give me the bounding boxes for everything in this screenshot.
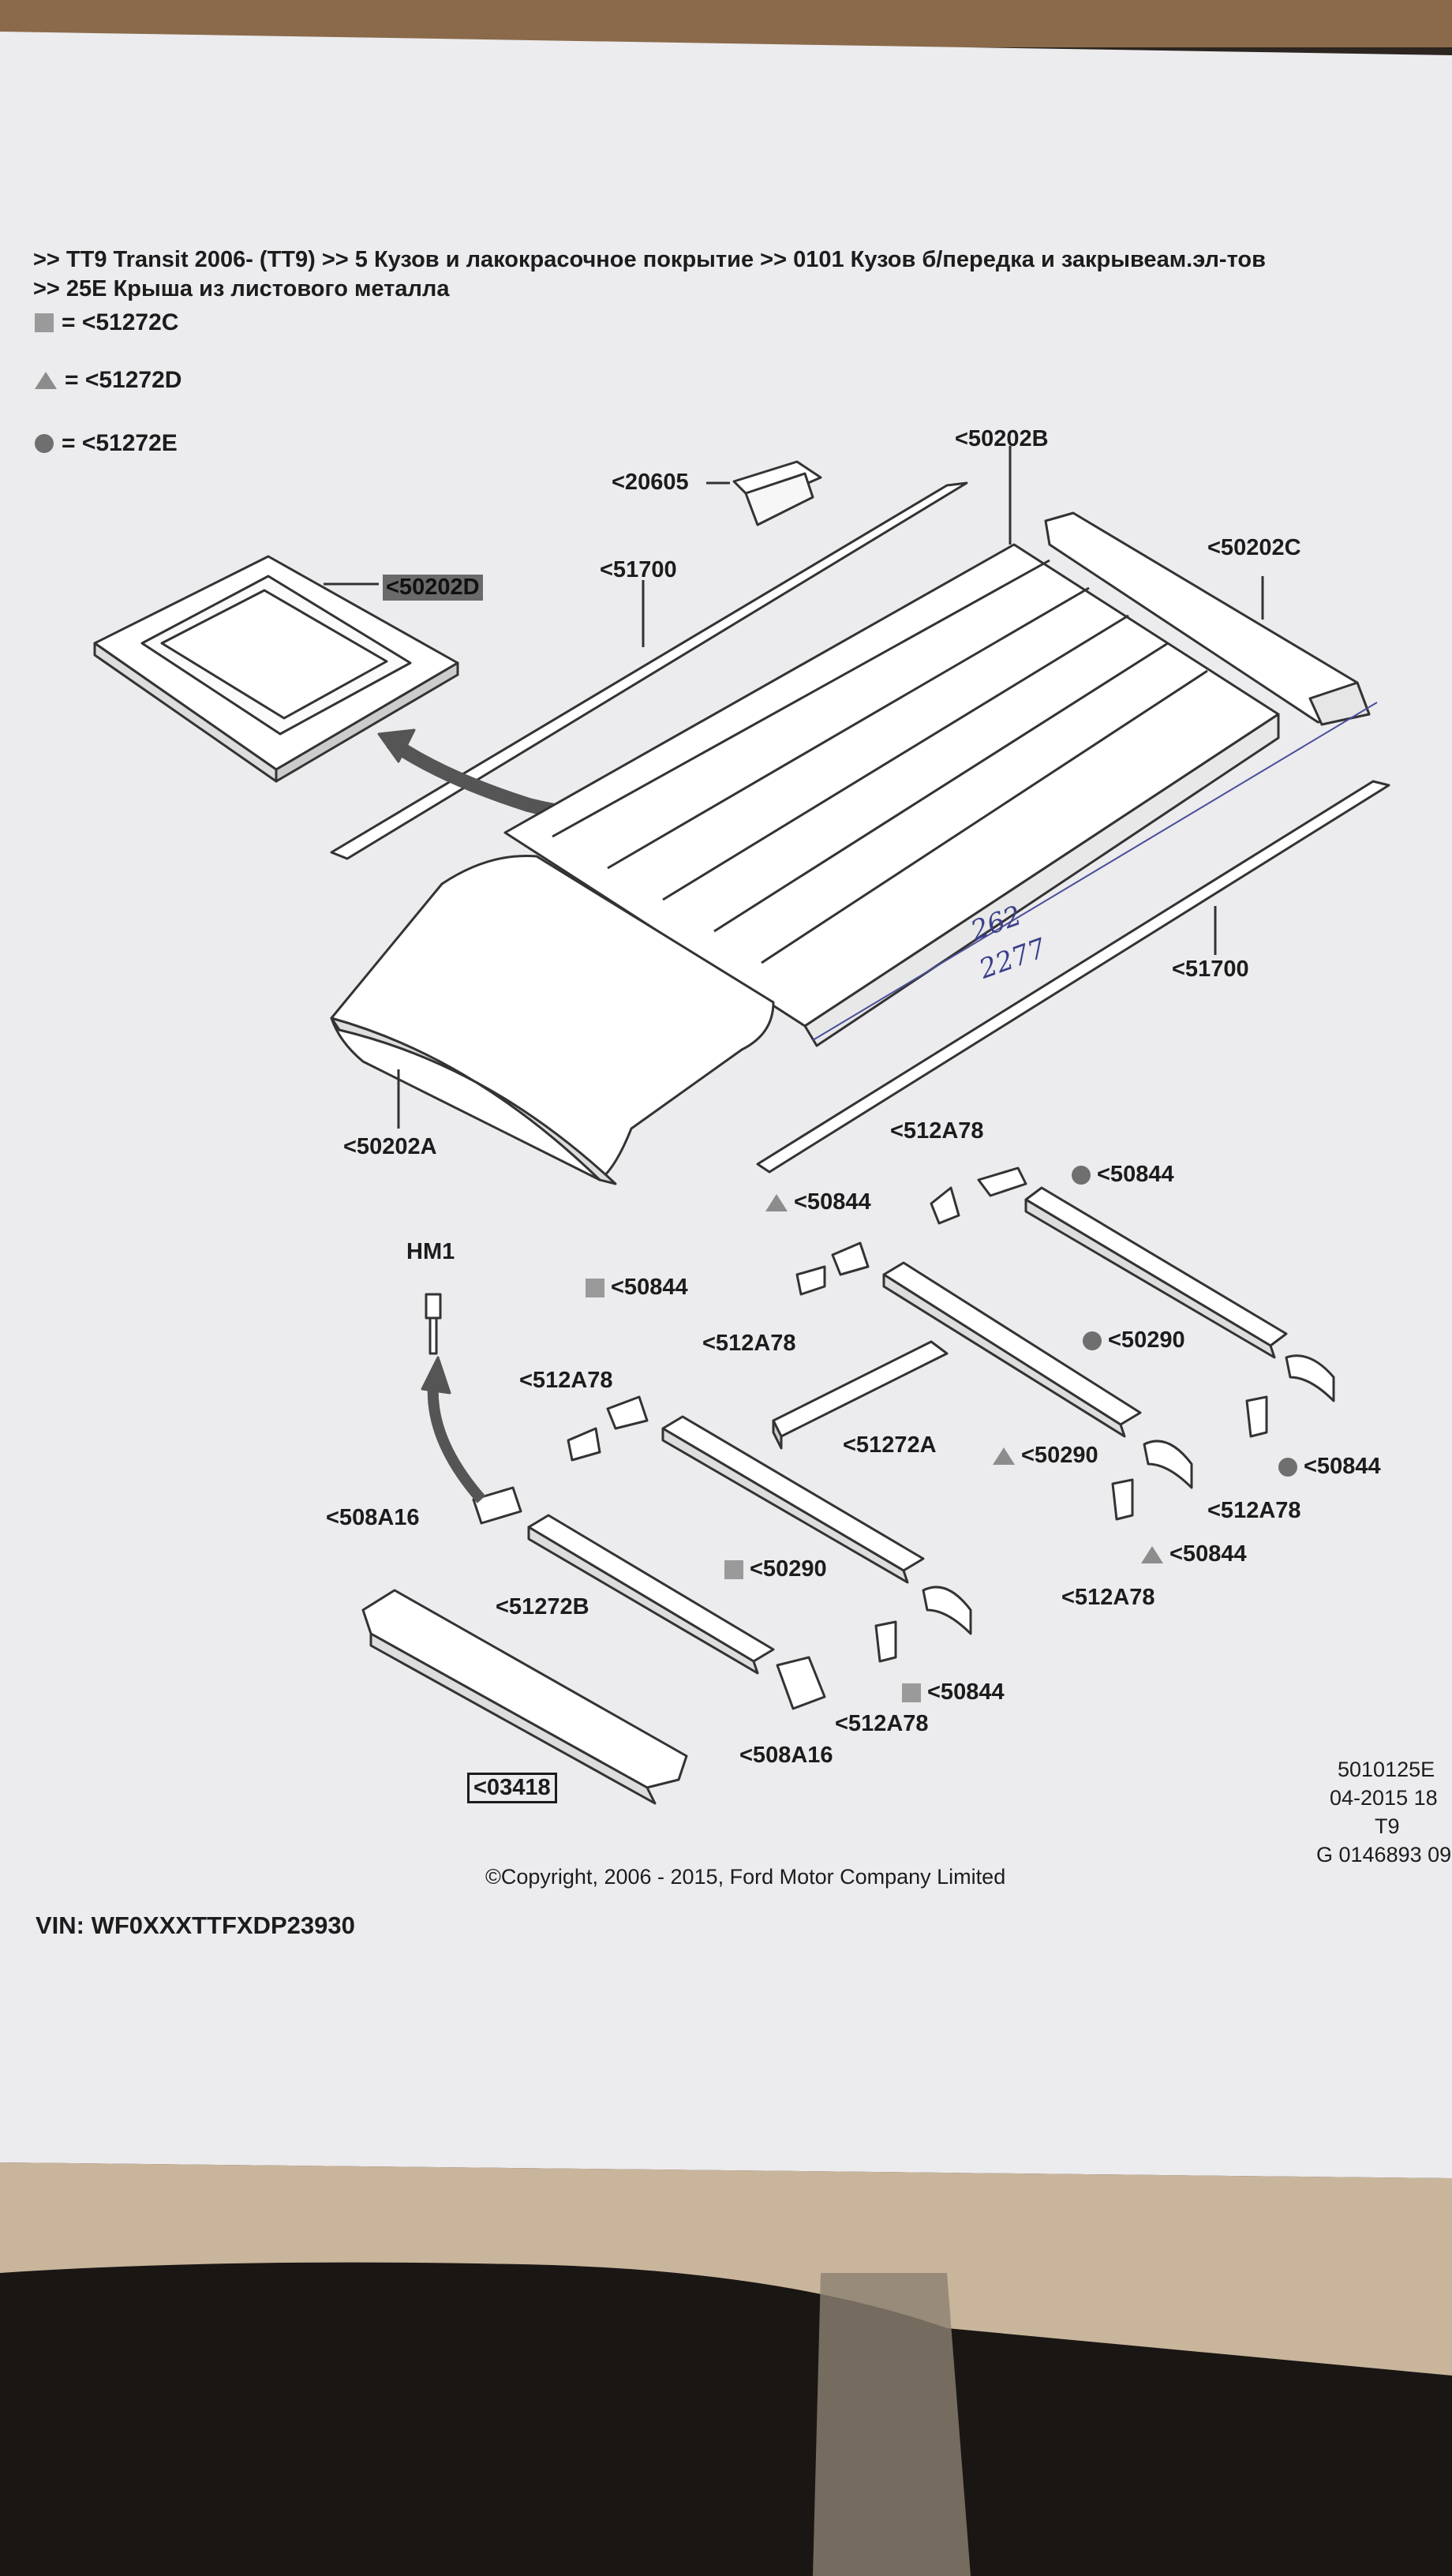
callout-50202D-text: <50202D [383,575,483,601]
callout-51272B: <51272B [496,1594,589,1619]
breadcrumb-line-2: >> 25E Крыша из листового металла [33,276,450,301]
callout-50844-2-text: <50844 [794,1189,871,1215]
callout-50844-triangle-2: <50844 [1141,1541,1247,1567]
brackets-drawing [472,1166,1335,1710]
square-symbol-icon [724,1559,743,1579]
callout-50844-triangle-1: <50844 [765,1189,871,1215]
doc-date: 04-2015 18 [1330,1786,1438,1810]
callout-50290-triangle: <50290 [993,1443,1098,1469]
callout-512A78-4: <512A78 [1207,1498,1301,1523]
callout-50290-circle: <50290 [1083,1327,1185,1354]
circle-symbol-icon [1083,1331,1102,1350]
callout-50844-circle-1: <50844 [1072,1162,1174,1188]
callout-50844-6-text: <50844 [927,1679,1005,1705]
callout-20605: <20605 [612,470,689,495]
legend-circle: = <51272E [35,430,178,457]
parts-diagram [93,446,1390,1805]
callout-50844-circle-2: <50844 [1278,1454,1381,1480]
callout-508A16-1: <508A16 [326,1505,420,1530]
callout-50290-1-text: <50290 [1108,1327,1185,1353]
square-symbol-icon [902,1683,921,1702]
callout-51700-top: <51700 [600,557,677,582]
callout-03418-text: <03418 [467,1773,557,1803]
hm1-rivet-drawing [425,1293,442,1355]
callout-50844-4-text: <50844 [1304,1454,1381,1479]
square-symbol-icon [35,313,54,332]
doc-model: T9 [1375,1814,1400,1838]
callout-50844-1-text: <50844 [1097,1162,1174,1187]
callout-51272A: <51272A [843,1432,937,1458]
square-symbol-icon [586,1278,604,1297]
callout-50844-square-1: <50844 [586,1275,688,1301]
circle-symbol-icon [35,434,54,453]
callout-50290-square: <50290 [724,1556,827,1582]
callout-50844-5-text: <50844 [1169,1541,1247,1567]
doc-ref: G 0146893 09 [1316,1843,1452,1866]
part-51700-right-drawing [756,780,1390,1174]
part-51700-top-drawing [330,481,968,860]
vin: VIN: WF0XXXTTFXDP23930 [36,1911,355,1939]
paper-sheet [0,32,1452,2178]
callout-50202D: <50202D [383,575,483,601]
legend-square: = <51272C [35,309,178,336]
legend-square-text: = <51272C [62,309,179,335]
callout-50844-3-text: <50844 [611,1275,688,1300]
callout-50202A: <50202A [343,1134,437,1159]
floor-patch [813,2273,971,2576]
part-50202D-drawing [93,555,459,783]
part-50202A-drawing [330,854,775,1185]
legend-triangle: = <51272D [35,367,182,394]
callout-512A78-2: <512A78 [702,1331,796,1356]
triangle-symbol-icon [1141,1545,1163,1563]
callout-50202B: <50202B [955,426,1049,451]
callout-50202C: <50202C [1207,535,1301,560]
crossmembers-drawing [361,1186,1288,1805]
callout-50290-3-text: <50290 [750,1556,827,1582]
triangle-symbol-icon [765,1193,788,1211]
callout-508A16-2: <508A16 [739,1743,833,1768]
circle-symbol-icon [1072,1165,1091,1185]
part-20605-drawing [706,460,822,526]
callout-51700-right: <51700 [1172,957,1249,982]
part-50202B-drawing [503,446,1280,1047]
circle-symbol-icon [1278,1457,1297,1477]
breadcrumb-line-1: >> TT9 Transit 2006- (TT9) >> 5 Кузов и … [33,247,1266,272]
callout-512A78-1: <512A78 [890,1118,984,1144]
callout-512A78-5: <512A78 [1061,1585,1155,1610]
callout-hm1: HM1 [406,1239,455,1264]
legend-triangle-text: = <51272D [65,367,182,393]
triangle-symbol-icon [993,1447,1015,1465]
callout-512A78-6: <512A78 [835,1711,929,1736]
dark-cloth [0,2262,1452,2576]
callout-50290-2-text: <50290 [1021,1443,1098,1468]
part-50202C-drawing [1044,511,1371,726]
callout-50844-square-2: <50844 [902,1679,1005,1705]
callout-512A78-3: <512A78 [519,1368,613,1393]
callout-03418: <03418 [467,1773,557,1803]
legend-circle-text: = <51272E [62,430,178,456]
doc-code: 5010125E [1338,1758,1435,1781]
copyright: ©Copyright, 2006 - 2015, Ford Motor Comp… [485,1865,1006,1889]
triangle-symbol-icon [35,372,57,389]
